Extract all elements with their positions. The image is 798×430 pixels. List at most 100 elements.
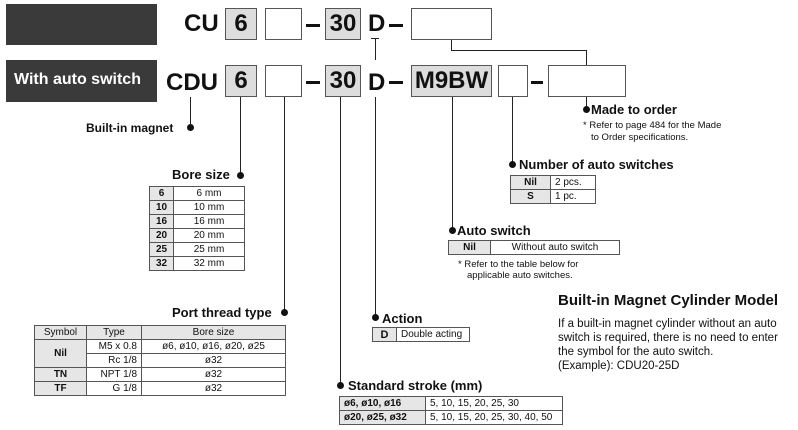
port-row-bore: ø32	[141, 367, 286, 382]
bore-size-value: 6 mm	[173, 186, 245, 201]
magnet-model-text: If a built-in magnet cylinder without an…	[558, 317, 778, 373]
action-code: D	[372, 327, 397, 342]
magnet-model-line: If a built-in magnet cylinder without an…	[558, 318, 777, 330]
port-row-bore: ø32	[141, 381, 286, 396]
cdu-label-bar	[6, 60, 157, 102]
auto-switch-dot	[449, 227, 456, 234]
cdu-bore-box: 6	[225, 65, 257, 97]
auto-switch-table: Nil Without auto switch	[448, 240, 620, 255]
builtin-magnet-line-v	[190, 97, 191, 125]
cu-mto-link-v2	[586, 50, 587, 65]
cdu-switch-box: M9BW	[411, 65, 492, 97]
stroke-row-bore: ø20, ø25, ø32	[339, 410, 426, 425]
cu-action-bracket	[375, 38, 376, 60]
port-dot	[281, 309, 288, 316]
num-switch-line	[512, 97, 513, 165]
cdu-dash-3	[531, 81, 543, 84]
auto-switch-title: Auto switch	[457, 223, 531, 238]
auto-switch-line	[452, 97, 453, 231]
magnet-model-line: the symbol for the auto switch.	[558, 346, 714, 358]
cu-port-box	[265, 8, 302, 40]
bore-size-code: 10	[149, 200, 174, 215]
cdu-mto-box	[548, 65, 626, 97]
num-switch-table: Nil 2 pcs. S 1 pc.	[510, 175, 596, 204]
cdu-dash-2	[389, 81, 403, 84]
bore-size-value: 10 mm	[173, 200, 245, 215]
cdu-stroke-box: 30	[325, 65, 361, 97]
cdu-label: With auto switch	[14, 71, 141, 88]
magnet-model-title: Built-in Magnet Cylinder Model	[558, 292, 778, 309]
cu-stroke-box: 30	[325, 8, 361, 40]
cu-mto-link-h	[451, 50, 587, 51]
cdu-prefix: CDU	[166, 69, 218, 96]
port-row-type: M5 x 0.8	[86, 339, 142, 354]
magnet-model-line: (Example): CDU20-25D	[558, 360, 680, 372]
mto-line	[586, 97, 587, 110]
cdu-dash-1	[306, 81, 320, 84]
stroke-table: ø6, ø10, ø16 5, 10, 15, 20, 25, 30 ø20, …	[339, 396, 563, 425]
cdu-action: D	[368, 69, 386, 96]
bore-size-value: 20 mm	[173, 228, 245, 243]
auto-switch-note-2: applicable auto switches.	[467, 270, 573, 281]
port-line	[284, 97, 285, 313]
mto-dot	[583, 106, 590, 113]
auto-switch-code: Nil	[448, 240, 491, 255]
cu-dash-1	[306, 24, 320, 27]
num-switch-value: 2 pcs.	[550, 175, 596, 190]
cdu-port-box	[265, 65, 302, 97]
auto-switch-note-1: * Refer to the table below for	[458, 259, 579, 270]
action-title: Action	[382, 311, 423, 326]
cu-mto-box	[411, 8, 492, 40]
bore-size-value: 16 mm	[173, 214, 245, 229]
port-row-symbol: TF	[34, 381, 87, 396]
cu-action: D	[368, 10, 386, 37]
num-switch-title: Number of auto switches	[519, 157, 674, 172]
num-switch-dot	[509, 161, 516, 168]
builtin-magnet-dot	[187, 124, 194, 131]
port-row-type: G 1/8	[86, 381, 142, 396]
auto-switch-value: Without auto switch	[490, 240, 620, 255]
stroke-line	[340, 97, 341, 386]
cu-mto-link-v1	[451, 40, 452, 51]
cu-dash-2	[389, 24, 403, 27]
num-switch-code: S	[510, 189, 551, 204]
bore-size-code: 16	[149, 214, 174, 229]
port-header-type: Type	[86, 325, 142, 340]
port-thread-title: Port thread type	[172, 305, 272, 320]
bore-size-code: 25	[149, 242, 174, 257]
bore-size-code: 20	[149, 228, 174, 243]
port-thread-table: Symbol Type Bore size Nil M5 x 0.8 ø6, ø…	[34, 325, 286, 396]
port-row-type: NPT 1/8	[86, 367, 142, 382]
port-row-symbol: Nil	[34, 339, 87, 368]
port-header-symbol: Symbol	[34, 325, 87, 340]
mto-note-1: * Refer to page 484 for the Made	[583, 120, 722, 131]
stroke-row-values: 5, 10, 15, 20, 25, 30	[425, 396, 563, 411]
cdu-num-switch-box	[498, 65, 528, 97]
action-value: Double acting	[396, 327, 470, 342]
mto-title: Made to order	[591, 102, 677, 117]
bore-dot	[237, 172, 244, 179]
stroke-row-bore: ø6, ø10, ø16	[339, 396, 426, 411]
builtin-magnet-label: Built-in magnet	[86, 121, 174, 135]
stroke-row-values: 5, 10, 15, 20, 25, 30, 40, 50	[425, 410, 563, 425]
cu-label-bar	[6, 4, 157, 45]
bore-size-code: 6	[149, 186, 174, 201]
port-row-symbol: TN	[34, 367, 87, 382]
port-row-bore: ø6, ø10, ø16, ø20, ø25	[141, 339, 286, 354]
bore-size-value: 25 mm	[173, 242, 245, 257]
num-switch-code: Nil	[510, 175, 551, 190]
stroke-title: Standard stroke (mm)	[348, 378, 483, 393]
magnet-model-line: switch is required, there is no need to …	[558, 332, 778, 344]
cu-prefix: CU	[184, 10, 219, 37]
port-header-bore: Bore size	[141, 325, 286, 340]
bore-size-value: 32 mm	[173, 256, 245, 271]
action-table: D Double acting	[372, 327, 470, 342]
cu-bore-box: 6	[225, 8, 257, 40]
